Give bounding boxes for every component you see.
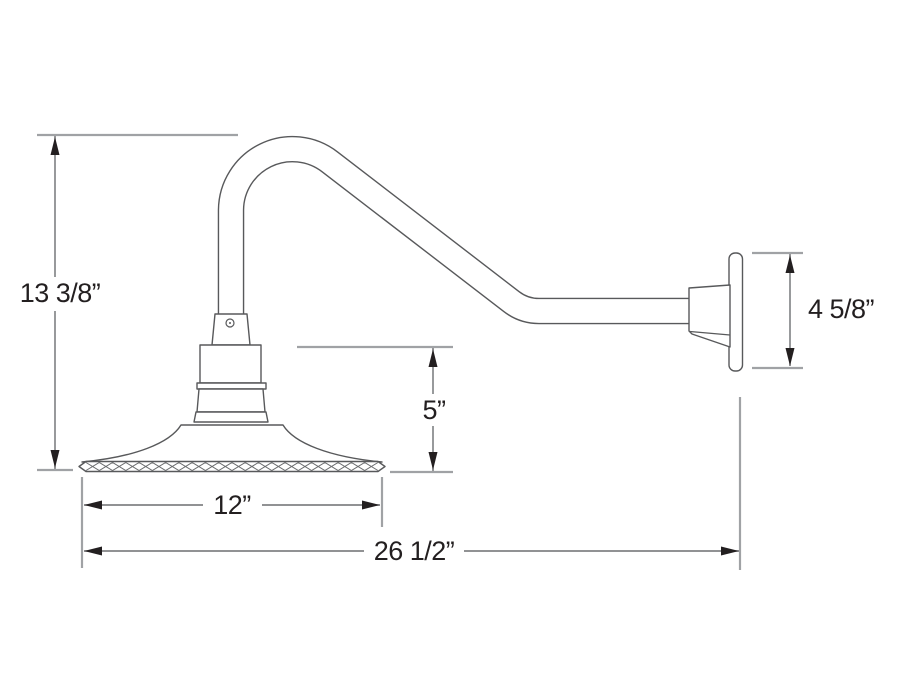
arrow-up-icon: [785, 255, 795, 273]
arrow-up-icon: [428, 349, 438, 367]
neck-ring-lower: [193, 411, 269, 423]
reference-lines: [37, 133, 803, 570]
shade-rim-wave-pattern-a: [85, 461, 379, 472]
mount-cup-seam: [689, 330, 731, 336]
gooseneck-arm-body: [219, 137, 695, 332]
shade: [78, 424, 386, 473]
dimension-label-shade-drop: 5”: [422, 395, 445, 425]
gooseneck-arm: [217, 135, 695, 332]
wall-backplate: [728, 252, 744, 372]
wall-mount: [688, 252, 744, 372]
dimension-total-projection: 26 1/2”: [84, 536, 739, 566]
dimension-label-backplate-height: 4 5/8”: [808, 294, 874, 324]
shade-neck: [193, 313, 269, 423]
dimension-fixture-height: 13 3/8”: [20, 136, 101, 469]
arrow-down-icon: [785, 348, 795, 366]
dimension-shade-drop: 5”: [422, 348, 446, 471]
mount-cup: [688, 284, 731, 348]
neck-ring-upper: [196, 382, 267, 390]
neck-cylinder-lower: [196, 388, 266, 413]
shade-rim-wave-pattern-b: [85, 461, 379, 472]
arrow-left-icon: [84, 546, 102, 556]
arrow-right-icon: [362, 500, 380, 510]
dimension-label-shade-diameter: 12”: [213, 490, 251, 520]
arrow-down-icon: [428, 452, 438, 470]
dimension-shade-diameter: 12”: [84, 490, 380, 520]
screw-center-icon: [229, 322, 231, 324]
arrow-right-icon: [721, 546, 739, 556]
dimension-backplate-height: 4 5/8”: [785, 254, 875, 366]
shade-body: [81, 424, 383, 463]
dimension-label-total-projection: 26 1/2”: [374, 536, 455, 566]
dimension-label-fixture-height: 13 3/8”: [20, 278, 101, 308]
arrow-left-icon: [84, 500, 102, 510]
arrow-down-icon: [50, 450, 60, 468]
neck-cylinder-upper: [199, 344, 262, 384]
arrow-up-icon: [50, 137, 60, 155]
